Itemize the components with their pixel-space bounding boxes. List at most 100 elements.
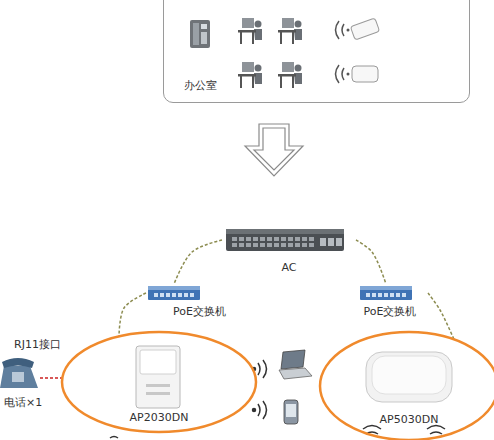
office-worker-icon: [242, 18, 254, 28]
smartphone-icon: [284, 400, 298, 424]
ac-switch-device: [274, 237, 279, 241]
ac-switch-device: [260, 243, 265, 247]
ap2030dn-device: [146, 384, 170, 387]
node-label: PoE交换机: [364, 305, 417, 318]
poe-switch-device: [384, 293, 388, 297]
telephone-icon: [0, 366, 38, 388]
dashed-link: [119, 293, 146, 336]
ac-switch-device: [232, 243, 237, 247]
ellipse-outline: [62, 332, 256, 432]
desk-phone-icon: [193, 23, 199, 45]
telephone-icon: [0, 358, 38, 388]
ac-switch-device: [302, 243, 307, 247]
poe-switch-device: [160, 293, 164, 297]
desk-phone-icon: [190, 20, 210, 48]
office-worker-icon: [252, 76, 254, 88]
office-worker-icon: [278, 18, 302, 44]
office-worker-icon: [295, 65, 302, 72]
office-worker-icon: [240, 76, 242, 88]
ac-switch-device: [295, 243, 300, 247]
telephone-icon: [2, 358, 34, 368]
office-worker-icon: [295, 21, 302, 28]
poe-switch-device: [148, 286, 200, 290]
office-worker-icon: [292, 76, 294, 88]
telephone-icon: [12, 372, 24, 382]
ac-switch-device: [295, 237, 300, 241]
ac-switch-device: [226, 229, 344, 251]
rj11-cable: [40, 377, 62, 379]
ac-switch-device: [288, 243, 293, 247]
ac-switch-device: [260, 237, 265, 241]
poe-switch-node: PoE交换机: [146, 284, 226, 318]
access-point-icon: [336, 18, 380, 83]
ac-switch-device: [267, 237, 272, 241]
laptop-icon: [279, 368, 312, 379]
wifi-signal: [253, 409, 256, 412]
poe-switch-device: [166, 293, 170, 297]
poe-switch-device: [378, 293, 382, 297]
ac-switch-device: [281, 243, 286, 247]
ac-switch-device: [253, 237, 258, 241]
ac-switch-device: [274, 243, 279, 247]
ac-switch-device: [239, 237, 244, 241]
ac-switch-device: [239, 243, 244, 247]
office-worker-icon: [252, 32, 254, 44]
dashed-link: [356, 240, 386, 284]
poe-switch-device: [178, 293, 182, 297]
poe-switch-device: [360, 286, 412, 290]
note-label: 电话×1: [4, 396, 42, 409]
wifi-signal: [110, 360, 445, 438]
access-point-icon: [336, 65, 345, 83]
dashed-link: [174, 240, 222, 284]
poe-switch-device: [148, 286, 200, 300]
poe-switch-device: [154, 293, 158, 297]
node-label: PoE交换机: [173, 305, 226, 318]
office-worker-icon: [278, 62, 302, 88]
ac-switch-device: [246, 237, 251, 241]
office-worker-icon: [280, 32, 282, 44]
ac-switch-device: [253, 243, 258, 247]
down-arrow: [245, 124, 303, 176]
office-panel: 办公室: [163, 0, 470, 103]
ac-switch-device: [281, 237, 286, 241]
poe-switch-node: PoE交换机: [352, 284, 428, 318]
ap5030dn-device: [366, 352, 452, 402]
poe-switch-device: [154, 293, 406, 297]
smartphone-icon: [284, 400, 298, 424]
ac-switch-device: [232, 237, 342, 247]
node-label: AC: [281, 261, 296, 274]
poe-switch-device: [360, 286, 412, 300]
wifi-signal: [427, 426, 445, 435]
ac-switch-device: [309, 243, 314, 247]
ac-switch-device: [246, 243, 251, 247]
down-arrow: [254, 128, 294, 170]
office-worker-icon: [255, 21, 262, 28]
laptop-icon: [281, 350, 305, 369]
office-worker-icon: [292, 32, 294, 44]
office-worker-icon: [242, 62, 254, 72]
poe-switch-device: [148, 286, 412, 300]
ac-node: AC: [222, 226, 356, 274]
office-worker-icon: [240, 32, 242, 44]
poe-switch-device: [172, 293, 176, 297]
desk-phone-icon: [190, 20, 210, 48]
ap2030dn-device: [136, 346, 180, 408]
node-label: AP5030DN: [380, 413, 439, 426]
ap2030dn-device: [140, 350, 176, 374]
ac-switch-device: [309, 237, 314, 241]
access-point-icon: [350, 18, 379, 40]
down-arrow: [245, 124, 303, 176]
node-label: AP2030DN: [130, 411, 189, 424]
poe-switch-device: [190, 293, 194, 297]
poe-switch-device: [184, 293, 188, 297]
poe-switch-device: [372, 293, 376, 297]
office-worker-icon: [238, 18, 302, 88]
office-worker-icon: [282, 62, 294, 72]
access-point-icon: [347, 29, 350, 32]
ap5030dn-device: [366, 352, 452, 402]
ac-switch-device: [288, 237, 293, 241]
ac-switch-device: [336, 238, 342, 246]
wifi-signal: [110, 437, 118, 439]
wifi-signal: [258, 401, 267, 419]
ac-switch-device: [302, 237, 307, 241]
